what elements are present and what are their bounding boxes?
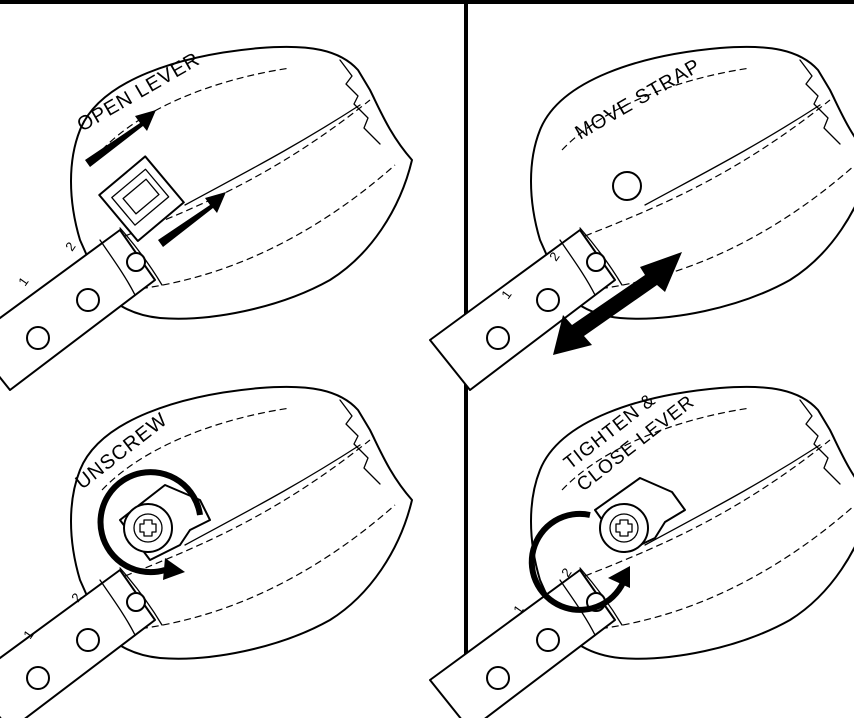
rotation-arrow-icon [97, 469, 203, 580]
screw-icon [599, 503, 649, 553]
double-arrow [553, 252, 682, 355]
strap-number-1: 1 [15, 273, 32, 288]
strap-number-2: 2 [62, 238, 79, 253]
pad-illustration [0, 385, 413, 718]
panel-move-strap: 1 2 MOVE STRAP [429, 45, 854, 391]
panel-tighten-close: 1 2 TIGHTEN & CLOSE LEVER [429, 385, 854, 718]
arrow-lower [158, 192, 226, 247]
screw-icon [123, 503, 173, 553]
panel-unscrew: 1 2 UNSCREW [0, 385, 413, 718]
lever-mechanism [98, 155, 185, 242]
arrow-upper [85, 110, 156, 167]
pad-illustration [0, 45, 413, 391]
panel-open-lever: 1 2 OPEN LEVER [0, 45, 413, 391]
screw-hole [612, 171, 642, 201]
top-border [0, 0, 854, 4]
rotation-arrow-icon [528, 510, 630, 613]
